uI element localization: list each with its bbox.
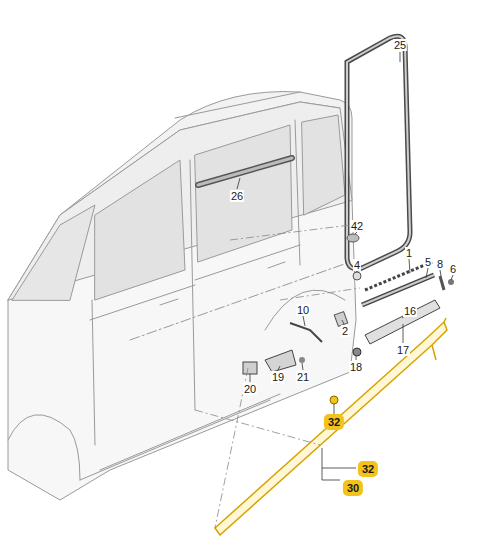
callout-number: 6: [449, 263, 457, 275]
callout-number: 26: [230, 190, 244, 202]
callout-number: 18: [349, 361, 363, 373]
callout-number: 32: [358, 461, 378, 477]
callout-number: 8: [436, 258, 444, 270]
callout-number: 42: [350, 220, 364, 232]
callout-number: 19: [271, 371, 285, 383]
callout-number: 25: [393, 39, 407, 51]
callout-number: 21: [296, 371, 310, 383]
callout-number: 5: [424, 256, 432, 268]
callout-number: 4: [353, 259, 361, 271]
callout-number: 30: [343, 480, 363, 496]
callout-number: 17: [396, 344, 410, 356]
callout-number: 10: [296, 304, 310, 316]
callout-number: 20: [243, 383, 257, 395]
callout-number: 2: [341, 325, 349, 337]
callout-number: 1: [405, 247, 413, 259]
callout-number: 32: [324, 414, 344, 430]
callout-number: 16: [403, 305, 417, 317]
